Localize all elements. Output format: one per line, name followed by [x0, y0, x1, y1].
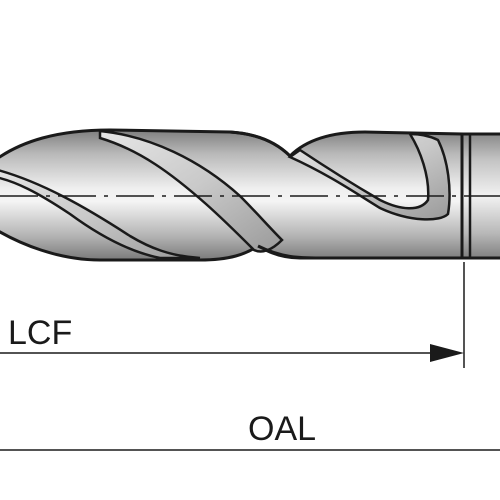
drill-body	[0, 128, 464, 262]
flute-band-1	[0, 169, 201, 260]
flute-band-3	[287, 132, 451, 221]
flute-edge-top	[229, 130, 292, 158]
oal-label: OAL	[248, 410, 316, 448]
lcf-arrowhead	[430, 344, 464, 362]
oal-dimension: OAL	[0, 410, 500, 451]
lcf-label: LCF	[8, 314, 72, 352]
flute-edge-bottom	[257, 244, 321, 260]
lcf-dimension: LCF	[0, 314, 464, 362]
